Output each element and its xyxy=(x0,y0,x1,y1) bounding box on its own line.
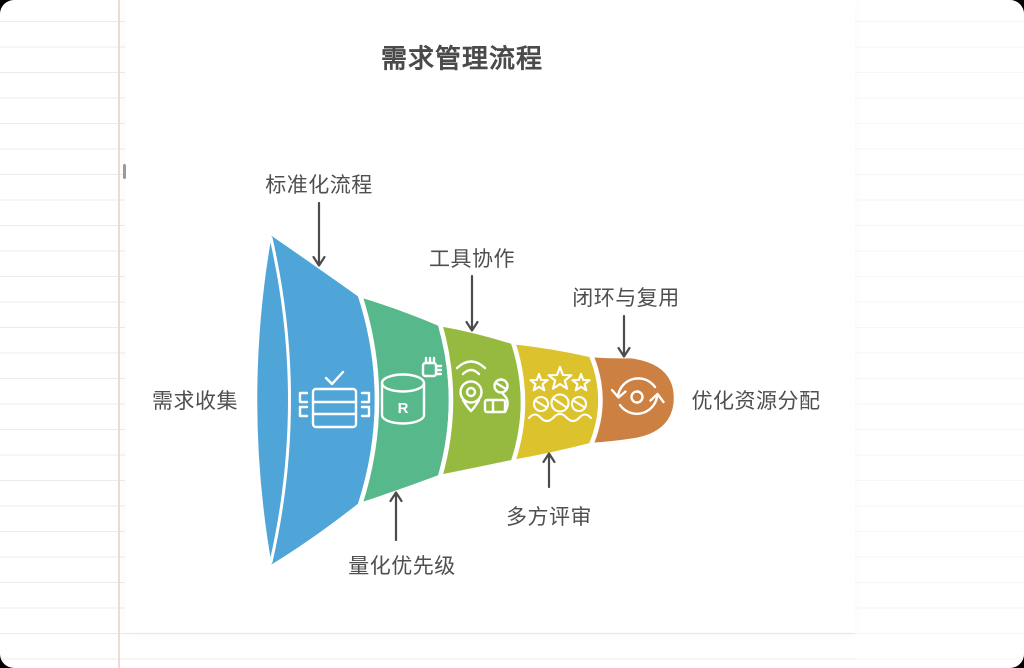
callout-arrow-loop[interactable] xyxy=(617,314,631,358)
stars-people-review-icon xyxy=(527,365,593,423)
callout-arrow-priority[interactable] xyxy=(389,491,403,542)
sync-loop-icon xyxy=(610,377,665,415)
ruled-paper-fade xyxy=(855,0,1024,668)
stage-label-closed-loop-reuse[interactable]: 闭环与复用 xyxy=(572,287,680,310)
database-r-icon: R xyxy=(380,356,443,425)
funnel-output-label[interactable]: 优化资源分配 xyxy=(691,390,821,413)
stage-label-tool-collaboration[interactable]: 工具协作 xyxy=(429,248,515,271)
diagram-canvas[interactable] xyxy=(125,0,855,632)
diagram-title[interactable]: 需求管理流程 xyxy=(380,43,544,74)
stage-label-standardized-process[interactable]: 标准化流程 xyxy=(265,174,373,197)
funnel-mouth-rim xyxy=(269,236,291,564)
funnel-stage-collection[interactable] xyxy=(252,229,380,571)
stage-label-quantified-priority[interactable]: 量化优先级 xyxy=(348,555,456,578)
checklist-table-icon xyxy=(298,370,371,429)
svg-text:R: R xyxy=(398,400,409,417)
callout-arrow-tools[interactable] xyxy=(465,274,479,332)
callout-arrow-review[interactable] xyxy=(542,452,556,489)
callout-arrow-standardized[interactable] xyxy=(312,201,326,267)
funnel-stage-collaboration[interactable] xyxy=(437,321,526,480)
funnel-input-label[interactable]: 需求收集 xyxy=(152,390,238,413)
notebook-margin-line xyxy=(118,0,120,668)
location-collaboration-icon xyxy=(455,360,509,414)
stage-label-multi-party-review[interactable]: 多方评审 xyxy=(506,506,592,529)
canvas-edge-handle xyxy=(123,164,126,179)
